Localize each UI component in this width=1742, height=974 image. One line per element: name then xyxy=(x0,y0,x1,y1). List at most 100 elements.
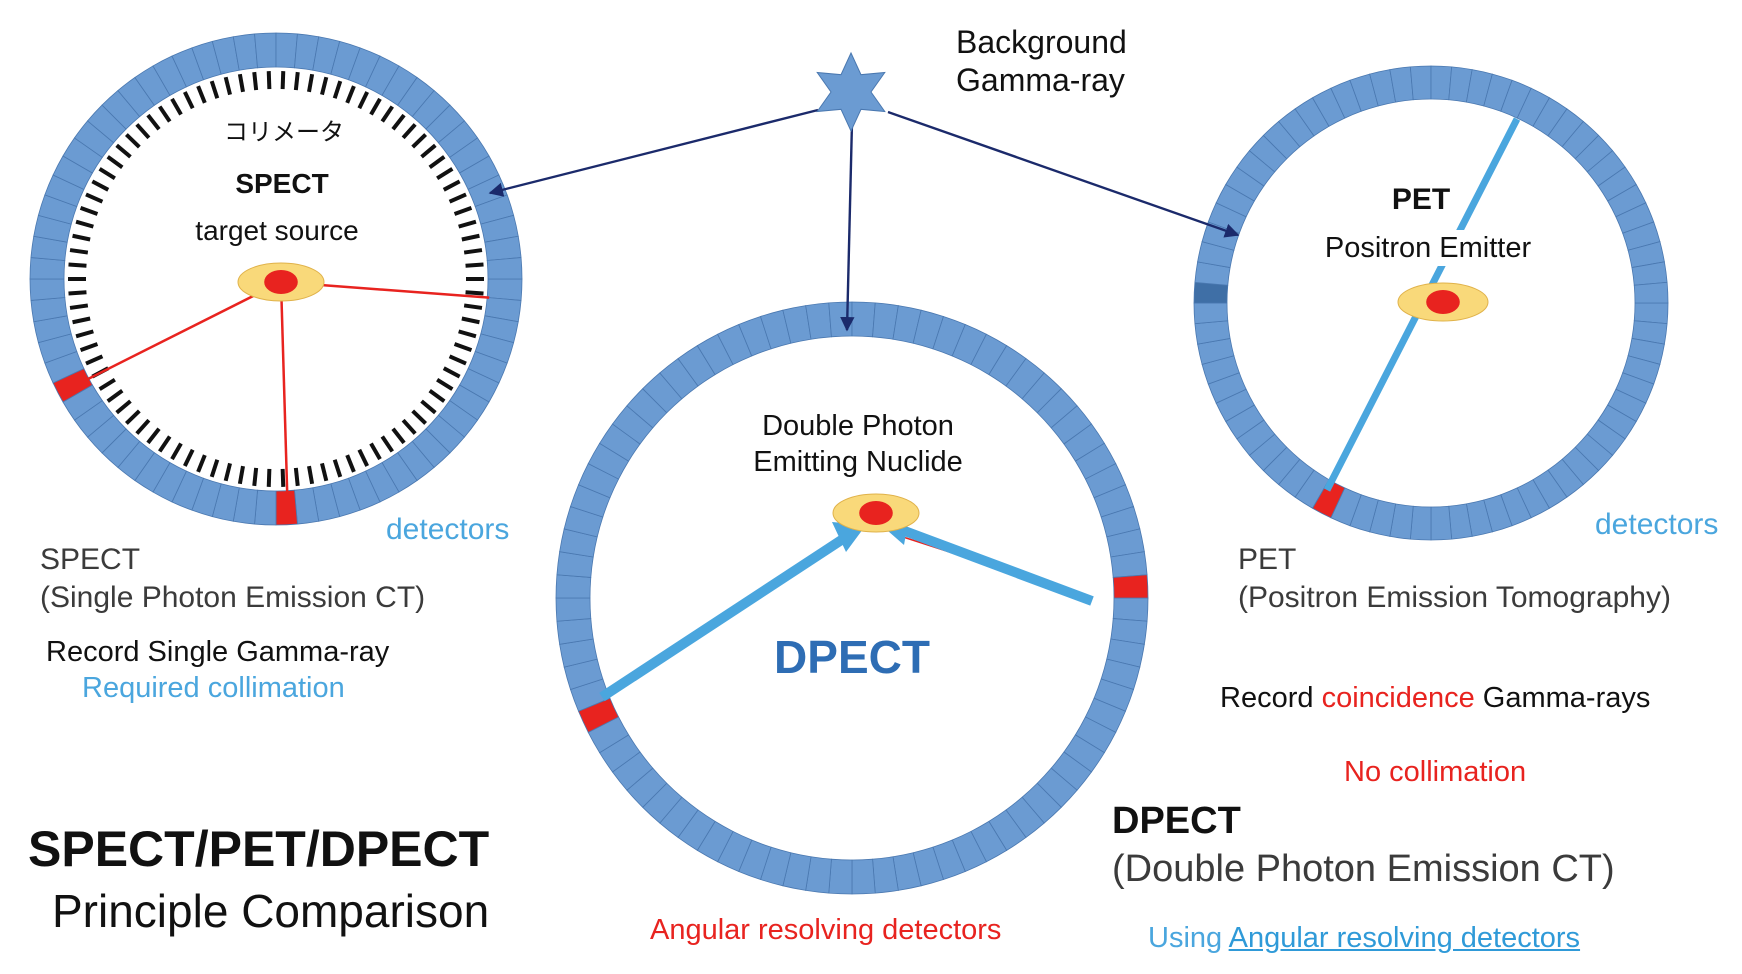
collimator-septum xyxy=(223,462,232,482)
footer-title: SPECT/PET/DPECT xyxy=(28,821,490,877)
collimator-septum xyxy=(170,97,183,116)
collimator-septum xyxy=(79,342,99,353)
collimator-septum xyxy=(146,427,161,445)
arrow-to-dpect xyxy=(840,121,855,332)
detector-segment xyxy=(254,32,277,69)
arrow-to-pet xyxy=(887,110,1240,238)
collimator-septum xyxy=(98,167,116,181)
dpect-detector-ring xyxy=(555,301,1149,895)
collimator-septum xyxy=(391,427,406,445)
collimator-septum xyxy=(72,233,91,242)
collimator-septum xyxy=(442,179,461,192)
collimator-septum xyxy=(420,399,437,415)
detector-segment xyxy=(851,858,876,895)
dpect-using-line: Using Angular resolving detectors xyxy=(1148,922,1580,955)
dpect-source-core xyxy=(859,501,893,525)
collimator-septum xyxy=(68,262,87,268)
collimator-septum xyxy=(380,105,394,123)
collimator-septum xyxy=(196,454,207,473)
collimator-septum xyxy=(293,71,300,91)
collimator-septum xyxy=(436,167,454,181)
collimator-septum xyxy=(196,85,207,104)
collimator-septum xyxy=(461,233,480,242)
angular-resolving-detectors-link[interactable]: Angular resolving detectors xyxy=(1228,922,1581,954)
collimator-septum xyxy=(170,442,183,461)
dpect-gamma-rays xyxy=(599,493,1094,702)
detector-segment xyxy=(254,489,277,526)
detector-segment xyxy=(1633,281,1669,304)
collimator-septum xyxy=(463,248,483,255)
detector-segment xyxy=(1430,65,1453,101)
collimator-septum xyxy=(115,143,132,159)
pet-fullname: (Positron Emission Tomography) xyxy=(1238,581,1671,614)
collimator-septum xyxy=(68,290,87,296)
detector-segment xyxy=(1193,302,1229,325)
collimator-septum xyxy=(428,389,446,403)
pet-record: Record coincidence Gamma-rays xyxy=(1220,682,1650,715)
footer-subtitle: Principle Comparison xyxy=(52,885,490,937)
spect-collimator-label: コリメータ xyxy=(224,118,344,146)
collimator-septum xyxy=(75,219,94,229)
pet-coincidence-line xyxy=(1323,117,1521,492)
detector-segment xyxy=(275,32,298,69)
collimator-septum xyxy=(91,179,110,192)
collimator-septum xyxy=(463,303,483,310)
background-label-line1: Background xyxy=(956,24,1127,60)
spect-record: Record Single Gamma-ray xyxy=(46,636,390,668)
collimator-septum xyxy=(252,71,259,91)
star-icon xyxy=(816,51,886,133)
collimator-septum xyxy=(401,418,417,435)
collimator-septum xyxy=(442,366,461,379)
collimator-septum xyxy=(428,155,446,169)
detector-segment xyxy=(1112,597,1149,622)
collimator-septum xyxy=(266,468,272,487)
collimator-septum xyxy=(411,409,428,425)
collimator-septum xyxy=(465,290,484,296)
dpect-source-line1: Double Photon xyxy=(762,410,954,442)
pet-detector-ring xyxy=(1193,65,1669,541)
dpect-bottom-note: Angular resolving detectors xyxy=(650,914,1002,946)
collimator-septum xyxy=(453,205,473,216)
collimator-septum xyxy=(124,409,141,425)
collimator-septum xyxy=(69,248,89,255)
collimator-septum xyxy=(332,459,343,478)
pet-name: PET xyxy=(1238,543,1297,576)
collimator-septum xyxy=(320,462,329,482)
collimator-septum xyxy=(458,329,477,339)
dpect-center-title: DPECT xyxy=(774,631,930,683)
background-label-line2: Gamma-ray xyxy=(956,62,1125,98)
collimator-septum xyxy=(85,192,104,204)
collimator-septum xyxy=(345,454,356,473)
spect-subtitle: target source xyxy=(195,215,359,246)
spect-ray-down xyxy=(279,281,289,493)
collimator-septum xyxy=(436,377,454,391)
collimator-septum xyxy=(98,377,116,391)
collimator-septum xyxy=(135,123,151,140)
pet-title: PET xyxy=(1391,183,1451,216)
pet-record-prefix: Record xyxy=(1220,682,1314,714)
detector-segment xyxy=(29,278,66,301)
spect-target-source-core xyxy=(264,270,298,294)
collimator-septum xyxy=(158,105,172,123)
pet-positron-source-core xyxy=(1426,290,1460,314)
collimator-septum xyxy=(448,354,467,366)
collimator-septum xyxy=(307,465,315,485)
collimator-septum xyxy=(106,155,124,169)
hit-detector xyxy=(275,489,298,526)
pet-line-gap xyxy=(1415,230,1465,266)
collimator-septum xyxy=(280,71,286,90)
spect-detector-ring xyxy=(29,32,523,526)
collimator-septum xyxy=(237,73,245,93)
spect-gamma-rays xyxy=(86,262,490,493)
collimator-septum xyxy=(369,442,382,461)
pet-record-suffix: Gamma-rays xyxy=(1482,682,1651,714)
collimator-septum xyxy=(124,133,141,149)
collimator-septum xyxy=(135,418,151,435)
pet-collimation: No collimation xyxy=(1344,756,1527,788)
collimator-septum xyxy=(72,316,91,325)
spect-name: SPECT xyxy=(40,543,141,576)
collimator-septum xyxy=(458,219,477,229)
collimator-septum xyxy=(209,459,220,478)
collimator-septum xyxy=(223,76,232,96)
